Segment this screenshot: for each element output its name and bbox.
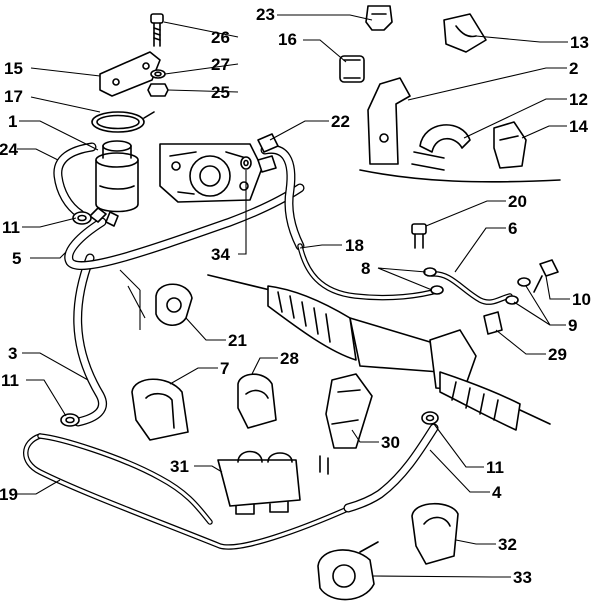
callout-17: 17 [4,87,23,106]
clamp-21 [155,283,193,326]
clip-32 [411,503,459,565]
callout-11-top: 11 [2,218,20,237]
callout-21: 21 [228,331,247,350]
callout-18: 18 [345,236,364,255]
group-separator [359,169,561,183]
callout-29: 29 [548,345,567,364]
rubber-bush-16 [339,55,365,83]
callout-22: 22 [331,112,350,131]
washers-9 [505,277,531,305]
callout-12: 12 [569,90,588,109]
hose-clip-11-top [72,211,92,225]
clip-30 [319,373,373,475]
callout-labels: 23 26 16 13 15 27 17 25 2 1 22 12 14 24 … [0,5,591,587]
pipe-19 [23,433,353,550]
leader-lines [17,14,570,578]
callout-1: 1 [8,112,17,131]
callout-32: 32 [498,535,517,554]
callout-26: 26 [211,28,230,47]
clip-31 [217,450,301,515]
bracket-2 [367,77,411,165]
callout-34: 34 [211,245,230,264]
callout-8: 8 [361,259,370,278]
callout-11-right: 11 [486,458,504,477]
callout-23: 23 [256,5,275,24]
hose-clip-11-right [421,411,439,425]
grommet-23 [365,5,393,31]
callout-15: 15 [4,59,23,78]
callout-6: 6 [508,219,517,238]
hose-clip-11-left [60,413,80,427]
nut-25 [147,83,169,97]
callout-7: 7 [220,359,229,378]
callout-25: 25 [211,83,230,102]
clamp-33 [317,541,379,601]
clip-28 [237,373,277,429]
callout-4: 4 [492,483,502,502]
hose-4 [343,423,439,513]
callout-14: 14 [569,117,588,136]
clamp-ring-17 [91,111,155,133]
pipe-6 [429,271,513,305]
callout-27: 27 [211,55,230,74]
callout-10: 10 [572,290,591,309]
seal-34 [240,156,252,170]
bracket-15 [99,51,161,97]
callout-2: 2 [569,59,578,78]
union-bolt-10 [533,259,559,293]
pipe-18 [297,243,443,301]
callout-9: 9 [568,316,577,335]
callout-5: 5 [12,249,21,268]
callout-31: 31 [170,457,189,476]
adapter-29 [483,311,503,335]
reservoir [89,140,139,227]
callout-30: 30 [381,433,400,452]
callout-28: 28 [280,349,299,368]
hose-3 [73,253,107,427]
banjo-bolt-20 [411,223,427,249]
callout-16: 16 [278,30,297,49]
hose-24 [53,142,97,219]
hose-5 [64,183,305,270]
clamp-7 [131,378,189,441]
callout-20: 20 [508,192,527,211]
clamp-12 [411,124,471,171]
callout-13: 13 [570,33,589,52]
callout-3: 3 [8,344,17,363]
callout-19: 19 [0,485,18,504]
callout-11-left: 11 [1,371,19,390]
washer-27 [150,69,166,79]
steering-rack [207,274,551,431]
callout-24: 24 [0,140,18,159]
washers-8 [423,267,444,295]
pump [159,143,263,203]
callout-33: 33 [513,568,532,587]
hose-18 [260,144,305,251]
bolt-26 [150,13,164,47]
clip-13 [443,13,487,53]
clip-14 [493,121,527,169]
